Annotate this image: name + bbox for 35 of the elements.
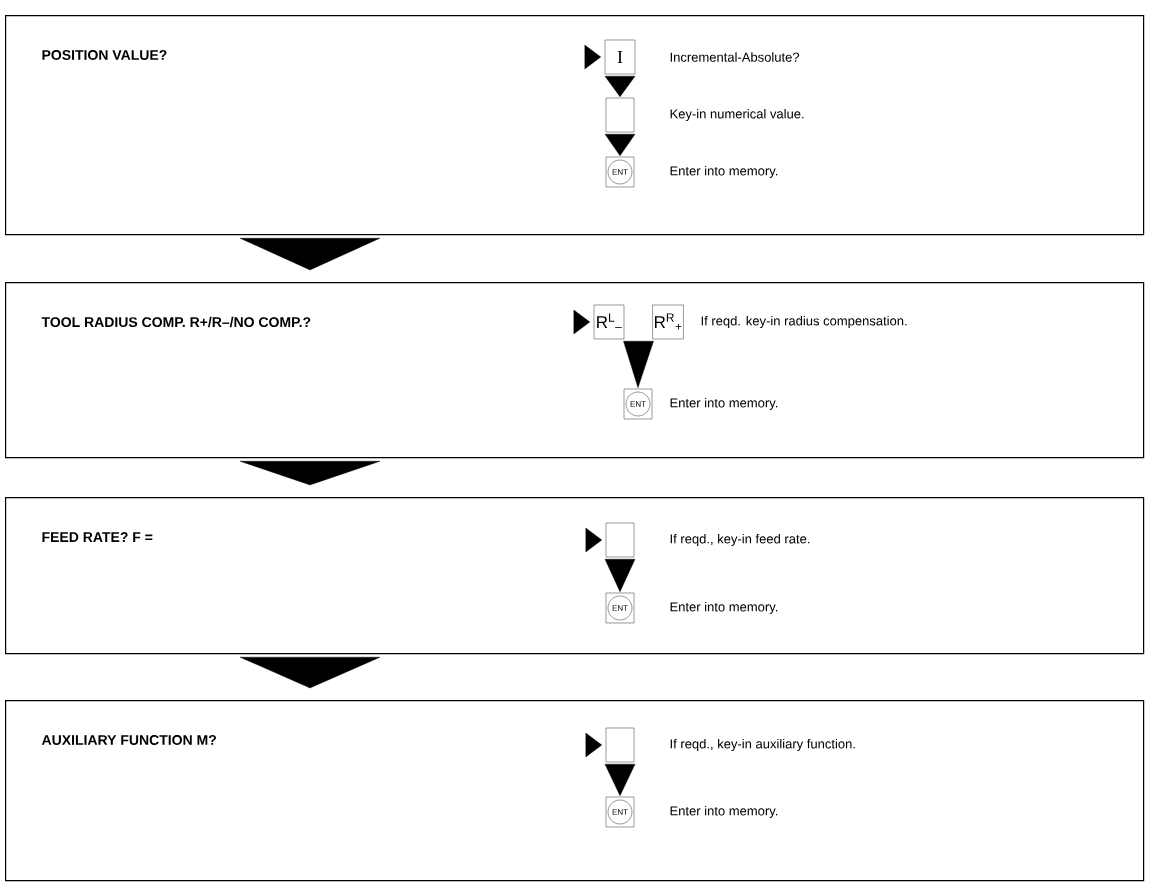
pointer-arrow bbox=[585, 732, 602, 758]
enter-key: ENT bbox=[623, 388, 653, 420]
flow-arrow bbox=[239, 657, 381, 689]
prompt-heading: AUXILIARY FUNCTION M? bbox=[41, 735, 216, 745]
key bbox=[605, 97, 635, 133]
pointer-arrow bbox=[585, 527, 602, 553]
key bbox=[605, 727, 635, 763]
step-arrow bbox=[604, 76, 636, 97]
enter-key: ENT bbox=[605, 156, 635, 188]
instruction-text: If reqd., key-in auxiliary function. bbox=[670, 738, 855, 752]
step-arrow bbox=[604, 764, 636, 796]
instruction-text: Enter into memory. bbox=[670, 397, 778, 411]
pointer-arrow bbox=[584, 44, 601, 70]
key: R$^{L}$– bbox=[593, 304, 625, 340]
flow-arrow bbox=[239, 238, 381, 271]
key: R$^{R}$+ bbox=[652, 304, 684, 340]
key: I bbox=[604, 39, 636, 75]
step-arrow bbox=[623, 341, 654, 388]
enter-key: ENT bbox=[605, 796, 635, 828]
flow-arrow bbox=[239, 461, 381, 486]
instruction-text: Enter into memory. bbox=[670, 601, 778, 615]
key bbox=[605, 522, 635, 558]
instruction-text: Incremental-Absolute? bbox=[670, 52, 800, 62]
instruction-text: Enter into memory. bbox=[670, 165, 778, 179]
instruction-text: If reqd., key-in feed rate. bbox=[670, 533, 810, 547]
prompt-heading: FEED RATE? F = bbox=[42, 532, 153, 542]
step-arrow bbox=[604, 134, 636, 156]
prompt-heading: TOOL RADIUS COMP. R+/R–/NO COMP.? bbox=[41, 316, 311, 328]
step-arrow bbox=[604, 559, 636, 592]
pointer-arrow bbox=[573, 309, 590, 335]
instruction-text: Enter into memory. bbox=[670, 805, 778, 819]
prompt-heading: POSITION VALUE? bbox=[42, 50, 167, 60]
instruction-text: Key-in numerical value. bbox=[670, 108, 804, 122]
enter-key: ENT bbox=[605, 592, 635, 624]
instruction-text: If reqd. key-in radius compensation. bbox=[701, 315, 907, 329]
